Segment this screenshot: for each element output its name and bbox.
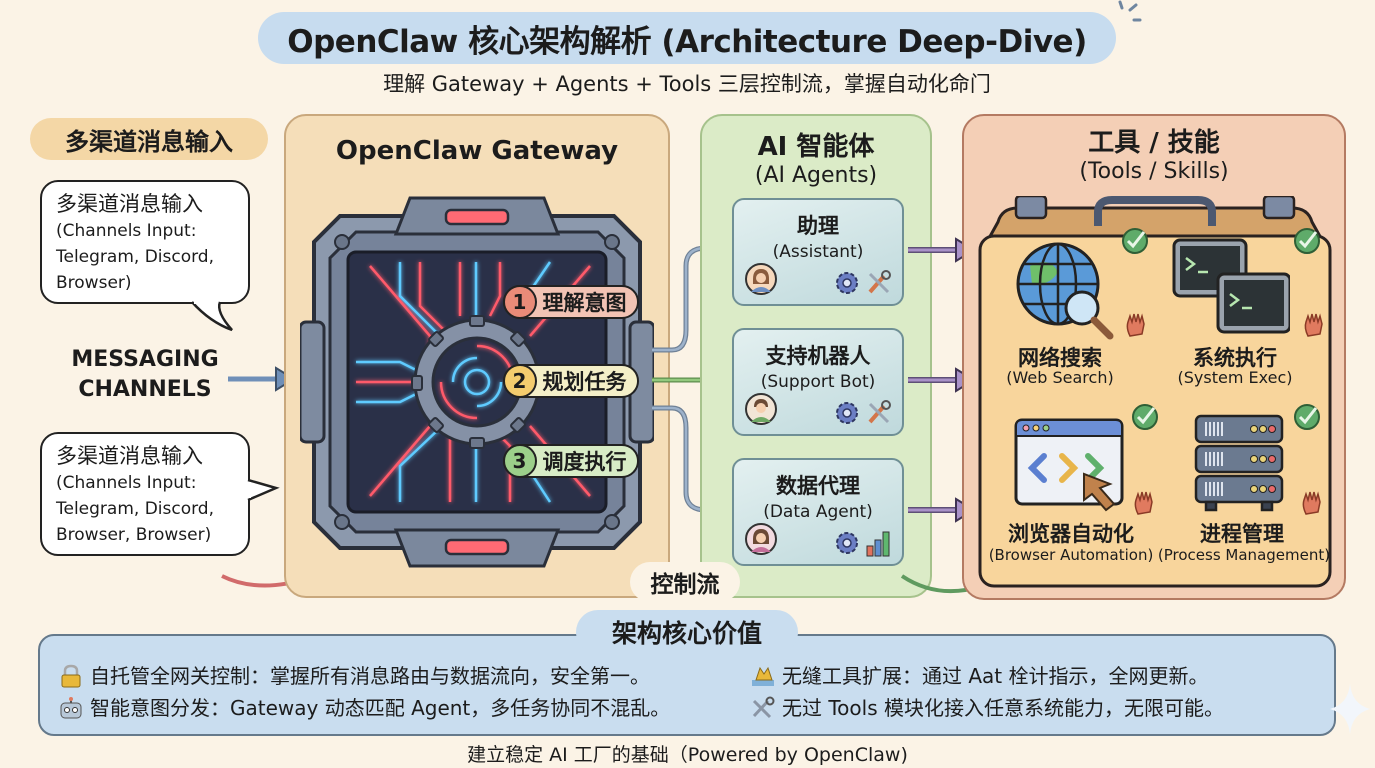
check-icon [1122,228,1148,254]
messaging-channels-label: MESSAGING CHANNELS [50,345,240,405]
tool-name: 网络搜索 [1018,346,1102,370]
browser-code-icon [1014,418,1124,512]
gear-icon [836,402,858,424]
tool-name-en: (System Exec) [1177,368,1293,387]
sparkle-icon [1330,684,1370,734]
channel-bubble: 多渠道消息输入 (Channels Input: Telegram, Disco… [40,432,250,556]
tools-subtitle: (Tools / Skills) [1079,159,1229,184]
agent-card-assistant[interactable]: 助理 (Assistant) [732,198,904,306]
step-understand-intent: 1 理解意图 [502,285,639,319]
bubble-tail [191,300,233,332]
agent-name: 助理 [797,214,839,238]
hand-icon [1302,491,1321,515]
check-icon [1294,228,1320,254]
tool-web-search[interactable]: 网络搜索 (Web Search) [990,226,1160,396]
step-number: 3 [502,444,537,478]
agents-subtitle: (AI Agents) [754,163,878,188]
agent-card-support-bot[interactable]: 支持机器人 (Support Bot) [732,328,904,436]
sparkle-lines-icon [1118,0,1142,22]
control-flow-label: 控制流 [630,562,740,602]
agent-name-en: (Data Agent) [763,502,873,522]
agent-name: 数据代理 [776,474,860,498]
tool-name-en: (Web Search) [1006,368,1114,387]
value-item: 无过 Tools 模块化接入任意系统能力，无限可能。 [750,692,1224,724]
tools-icon [868,400,891,424]
tool-system-exec[interactable]: 系统执行 (System Exec) [1160,226,1330,396]
agent-tools [832,268,894,298]
terminal-icon [1172,238,1290,334]
step-label: 理解意图 [542,291,627,315]
gear-icon [836,272,858,294]
avatar-icon [745,523,777,555]
hand-icon [1134,491,1153,515]
label-line: CHANNELS [78,377,212,402]
bubble-line: Telegram, Discord, [56,247,215,267]
tools-icon [868,270,891,294]
check-icon [1132,404,1158,430]
channel-bubble: 多渠道消息输入 (Channels Input: Telegram, Disco… [40,180,250,304]
page-subtitle: 理解 Gateway + Agents + Tools 三层控制流，掌握自动化命… [383,72,991,96]
step-number: 2 [502,364,537,398]
value-item: 智能意图分发：Gateway 动态匹配 Agent，多任务协同不混乱。 [58,692,670,724]
check-icon [1294,404,1320,430]
tool-name: 系统执行 [1193,346,1277,370]
channels-heading: 多渠道消息输入 [30,118,268,160]
tool-name-en: (Process Management) [1157,546,1331,564]
step-label: 调度执行 [542,450,627,474]
globe-search-icon [1016,242,1114,340]
agent-tools [832,528,894,558]
tools-title: 工具 / 技能 [1088,128,1220,158]
avatar-icon [745,263,777,295]
bubble-line: Telegram, Discord, [56,499,215,519]
step-dispatch-execute: 3 调度执行 [502,444,639,478]
value-text: 智能意图分发：Gateway 动态匹配 Agent，多任务协同不混乱。 [90,696,671,720]
bubble-title: 多渠道消息输入 [56,444,203,468]
tool-name-en: (Browser Automation) [988,546,1154,564]
tool-process-management[interactable]: 进程管理 (Process Management) [1158,402,1332,572]
bar-chart-icon [866,531,890,557]
page-title: OpenClaw 核心架构解析 (Architecture Deep-Dive) [258,12,1116,64]
agent-tools [832,398,894,428]
agent-name-en: (Support Bot) [760,372,876,392]
bubble-line: (Channels Input: [56,473,197,493]
bubble-line: Browser, Browser) [56,525,212,545]
agents-title: AI 智能体 [757,132,875,162]
avatar-icon [745,393,777,425]
tool-name: 浏览器自动化 [1008,522,1134,546]
hand-icon [1304,313,1323,337]
agent-name: 支持机器人 [765,344,871,368]
bubble-title: 多渠道消息输入 [56,192,203,216]
gateway-title: OpenClaw Gateway [335,136,619,166]
footer-text: 建立稳定 AI 工厂的基础（Powered by OpenClaw) [467,744,908,766]
server-rack-icon [1194,414,1284,512]
gear-icon [836,532,858,554]
hand-icon [1126,313,1145,337]
agent-card-data-agent[interactable]: 数据代理 (Data Agent) [732,458,904,566]
robot-icon [60,697,82,719]
step-number: 1 [502,285,537,319]
agent-name-en: (Assistant) [772,242,864,262]
bubble-tail [246,478,280,502]
bubble-line: Browser) [56,273,132,293]
bubble-line: (Channels Input: [56,221,197,241]
tool-name: 进程管理 [1200,522,1284,546]
value-item: 无缝工具扩展：通过 Aat 栓计指示，全网更新。 [750,660,1209,692]
tools-icon [752,696,775,719]
label-line: MESSAGING [71,347,219,372]
value-text: 无缝工具扩展：通过 Aat 栓计指示，全网更新。 [782,664,1209,688]
value-text: 自托管全网关控制：掌握所有消息路由与数据流向，安全第一。 [90,664,650,688]
tool-browser-automation[interactable]: 浏览器自动化 (Browser Automation) [986,402,1160,572]
value-item: 自托管全网关控制：掌握所有消息路由与数据流向，安全第一。 [58,660,650,692]
lock-icon [61,664,81,688]
core-value-heading: 架构核心价值 [576,610,798,654]
value-text: 无过 Tools 模块化接入任意系统能力，无限可能。 [782,696,1224,720]
step-label: 规划任务 [542,370,627,394]
hand-icon [752,666,774,686]
step-plan-task: 2 规划任务 [502,364,639,398]
